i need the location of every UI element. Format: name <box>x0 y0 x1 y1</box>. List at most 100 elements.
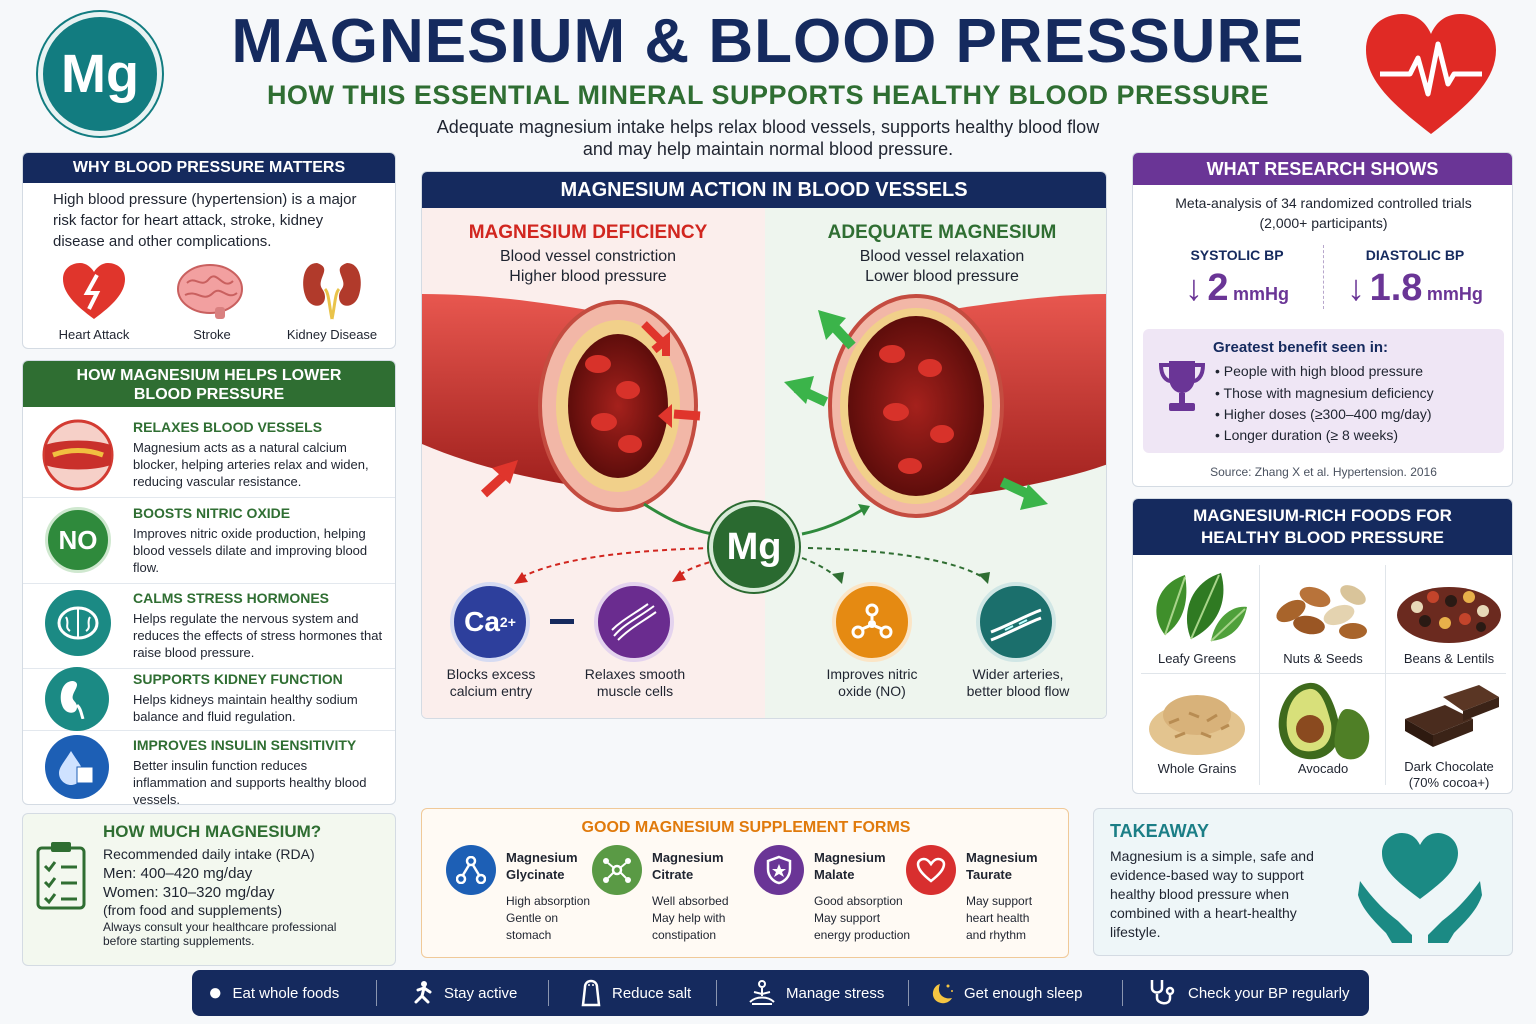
effect-muscle-l2: muscle cells <box>596 683 674 699</box>
spinach-icon <box>1156 573 1247 642</box>
why-text: High blood pressure (hypertension) is a … <box>53 191 357 250</box>
tip-stay-active: Stay active <box>408 970 517 1016</box>
food-dark-chocolate-label: Dark Chocolate <box>1404 759 1494 774</box>
stethoscope-icon <box>1150 980 1175 1005</box>
effect-label-nitric: Improves nitric oxide (NO) <box>802 666 942 700</box>
food-whole-grains: Whole Grains <box>1157 761 1237 776</box>
takeaway-title: TAKEAWAY <box>1110 821 1210 841</box>
citrate-d1: Well absorbed <box>652 894 729 908</box>
diastolic-arrow: ↓ <box>1347 267 1366 308</box>
tip-manage-stress-label: Manage stress <box>786 984 885 1002</box>
research-trials: Meta-analysis of 34 randomized controlle… <box>1175 195 1472 211</box>
help-title-stress: CALMS STRESS HORMONES <box>133 590 330 606</box>
glycinate-d2: Gentle on stomach <box>506 911 559 942</box>
glycinate-n1: Magnesium <box>506 850 578 865</box>
howmuch-women: Women: 310–320 mg/day <box>103 884 275 901</box>
nuts-icon <box>1276 585 1367 639</box>
effect-nitric-l1: Improves nitric <box>826 666 918 682</box>
effect-muscle-l1: Relaxes smooth <box>584 666 686 682</box>
help-text-nitric-oxide: Improves nitric oxide production, helpin… <box>133 526 368 575</box>
effect-label-calcium: Blocks excess calcium entry <box>422 666 560 700</box>
lifestyle-bar: ● Eat whole foods Stay active Reduce sal… <box>192 970 1369 1016</box>
helps-panel: HOW MAGNESIUM HELPS LOWER BLOOD PRESSURE… <box>22 360 396 805</box>
citrate-d3: constipation <box>652 928 717 942</box>
taurate-n2: Taurate <box>966 867 1012 882</box>
heart-attack-icon <box>63 263 125 319</box>
research-panel: WHAT RESEARCH SHOWS Meta-analysis of 34 … <box>1132 152 1513 487</box>
heart-icon <box>906 845 956 895</box>
effect-calcium-l1: Blocks excess <box>446 666 536 682</box>
shield-icon <box>754 845 804 895</box>
howmuch-title: HOW MUCH MAGNESIUM? <box>103 822 322 841</box>
brain-icon <box>45 590 111 656</box>
molecule-icon <box>446 845 496 895</box>
action-panel: MAGNESIUM ACTION IN BLOOD VESSELS MAGNES… <box>421 171 1107 719</box>
effect-arteries-l2: better blood flow <box>966 683 1070 699</box>
tip-check-bp-label: Check your BP regularly <box>1188 984 1350 1002</box>
adequate-line-2: Lower blood pressure <box>865 268 1019 285</box>
diastolic-label: DIASTOLIC BP <box>1365 247 1465 263</box>
kidney-icon <box>45 667 109 731</box>
taurate-n1: Magnesium <box>966 850 1038 865</box>
effect-label-arteries: Wider arteries, better blood flow <box>948 666 1088 700</box>
chocolate-icon <box>1405 685 1499 747</box>
malate-n2: Malate <box>814 867 855 882</box>
food-dark-chocolate: Dark Chocolate (70% cocoa+) <box>1387 759 1511 791</box>
hands-heart-icon <box>1358 833 1482 943</box>
tip-manage-stress: Manage stress <box>748 970 884 1016</box>
muscle-fiber-icon <box>594 582 674 662</box>
insulin-drop-icon <box>45 735 109 799</box>
tip-sleep: Get enough sleep <box>926 970 1082 1016</box>
taurate-d2: heart health <box>966 911 1030 925</box>
taurate-d3: and rhythm <box>966 928 1027 942</box>
constricted-vessel-illustration <box>422 294 1106 518</box>
effect-calcium-l2: calcium entry <box>449 683 533 699</box>
moon-stars-icon <box>932 984 953 1004</box>
runner-icon <box>414 981 432 1004</box>
research-source: Source: Zhang X et al. Hypertension. 201… <box>1210 465 1437 479</box>
molecule-icon <box>592 845 642 895</box>
systolic-arrow: ↓ <box>1184 267 1203 308</box>
benefit-3: • Higher doses (≥300–400 mg/day) <box>1215 406 1432 422</box>
help-text-stress: Helps regulate the nervous system and re… <box>133 611 383 660</box>
glycinate-n2: Glycinate <box>506 867 565 882</box>
howmuch-rda: Recommended daily intake (RDA) <box>103 846 315 862</box>
vessel-icon <box>42 419 114 491</box>
howmuch-men: Men: 400–420 mg/day <box>103 865 253 882</box>
page-subtitle: HOW THIS ESSENTIAL MINERAL SUPPORTS HEAL… <box>266 80 1270 110</box>
helps-title: HOW MAGNESIUM HELPS LOWER BLOOD PRESSURE <box>23 361 395 407</box>
tip-eat-whole-foods: ● Eat whole foods <box>208 970 339 1016</box>
deficiency-line-1: Blood vessel constriction <box>499 248 677 265</box>
supplements-title: GOOD MAGNESIUM SUPPLEMENT FORMS <box>581 819 911 836</box>
artery-icon <box>976 582 1056 662</box>
help-title-relaxes: RELAXES BLOOD VESSELS <box>133 419 323 435</box>
benefit-4: • Longer duration (≥ 8 weeks) <box>1215 427 1399 443</box>
mg-logo: Mg <box>38 12 162 136</box>
citrate-n2: Citrate <box>652 867 694 882</box>
molecule-icon <box>832 582 912 662</box>
trophy-icon <box>1158 361 1206 411</box>
meditation-icon <box>749 980 775 1005</box>
systolic-number: 2 <box>1207 267 1229 309</box>
takeaway-text: Magnesium is a simple, safe and evidence… <box>1110 848 1314 940</box>
why-title: WHY BLOOD PRESSURE MATTERS <box>23 153 395 183</box>
food-avocado: Avocado <box>1297 761 1349 776</box>
foods-title: MAGNESIUM-RICH FOODS FOR HEALTHY BLOOD P… <box>1133 499 1512 555</box>
clipboard-checklist-icon <box>36 842 86 910</box>
page-title: MAGNESIUM & BLOOD PRESSURE <box>231 7 1305 76</box>
howmuch-source: (from food and supplements) <box>103 902 282 918</box>
effect-label-muscle: Relaxes smooth muscle cells <box>564 666 706 700</box>
benefit-1: • People with high blood pressure <box>1215 363 1424 379</box>
benefit-2: • Those with magnesium deficiency <box>1215 385 1434 401</box>
no-icon: NO <box>45 507 111 573</box>
helps-title-line-1: HOW MAGNESIUM HELPS LOWER <box>76 367 342 384</box>
action-title: MAGNESIUM ACTION IN BLOOD VESSELS <box>422 172 1106 208</box>
malate-d2: May support <box>814 911 881 925</box>
takeaway-panel: TAKEAWAY Magnesium is a simple, safe and… <box>1093 808 1513 956</box>
why-item-kidney: Kidney Disease <box>286 327 378 342</box>
calcium-glyph: Ca <box>464 606 500 637</box>
food-nuts-seeds: Nuts & Seeds <box>1283 651 1363 666</box>
